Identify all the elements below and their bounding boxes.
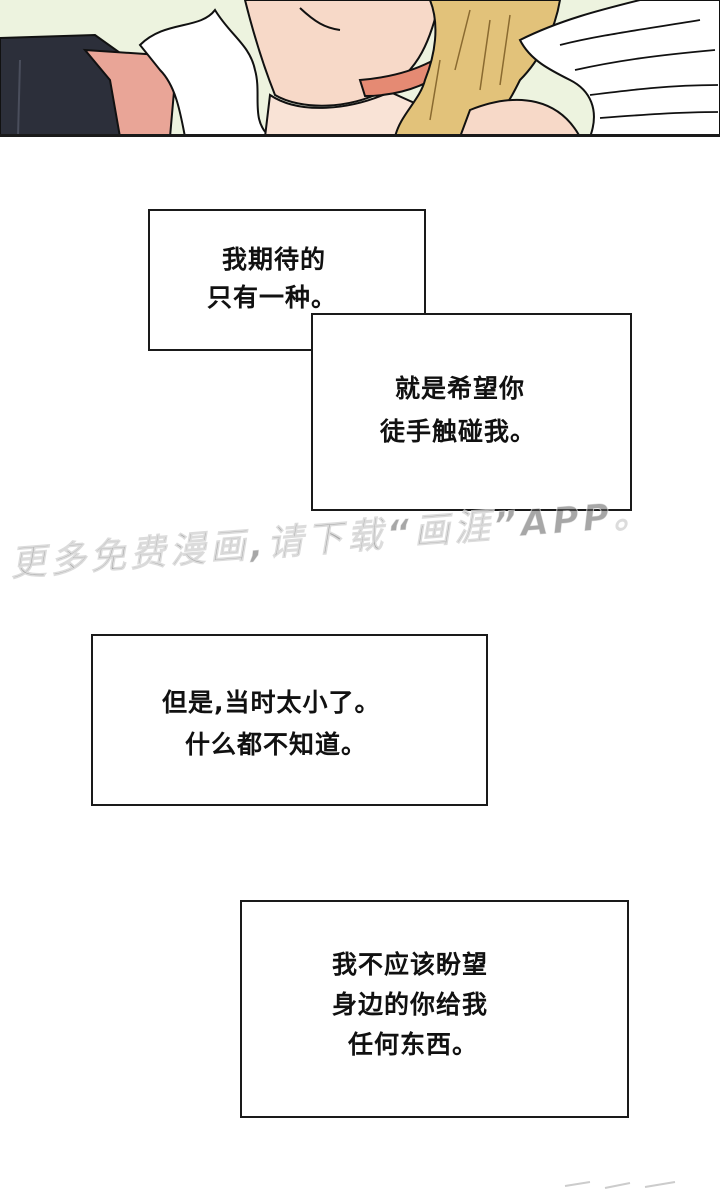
- caption-1-line-2: 只有一种。: [207, 283, 338, 312]
- caption-4-line-1: 我不应该盼望: [332, 950, 489, 979]
- caption-box-4: [240, 900, 629, 1118]
- caption-2-line-1: 就是希望你: [395, 374, 526, 403]
- mouth-line: [299, 7, 341, 31]
- caption-box-3: [91, 634, 488, 806]
- caption-3-line-2: 什么都不知道。: [185, 730, 368, 759]
- white-cuff: [138, 8, 269, 134]
- comic-panel-illustration: [0, 0, 720, 137]
- wing: [518, 0, 720, 134]
- caption-4-line-2: 身边的你给我: [332, 990, 489, 1019]
- caption-1-line-1: 我期待的: [222, 245, 327, 274]
- caption-3-line-1: 但是,当时太小了。: [162, 688, 381, 717]
- wing-feathers: [559, 19, 719, 119]
- panel-artwork: [0, 0, 720, 134]
- shoulder: [460, 98, 580, 134]
- bottom-mark: [564, 1181, 676, 1189]
- caption-box-2-fill: [313, 315, 630, 509]
- caption-2-line-2: 徒手触碰我。: [380, 417, 537, 446]
- caption-4-line-3: 任何东西。: [348, 1030, 479, 1059]
